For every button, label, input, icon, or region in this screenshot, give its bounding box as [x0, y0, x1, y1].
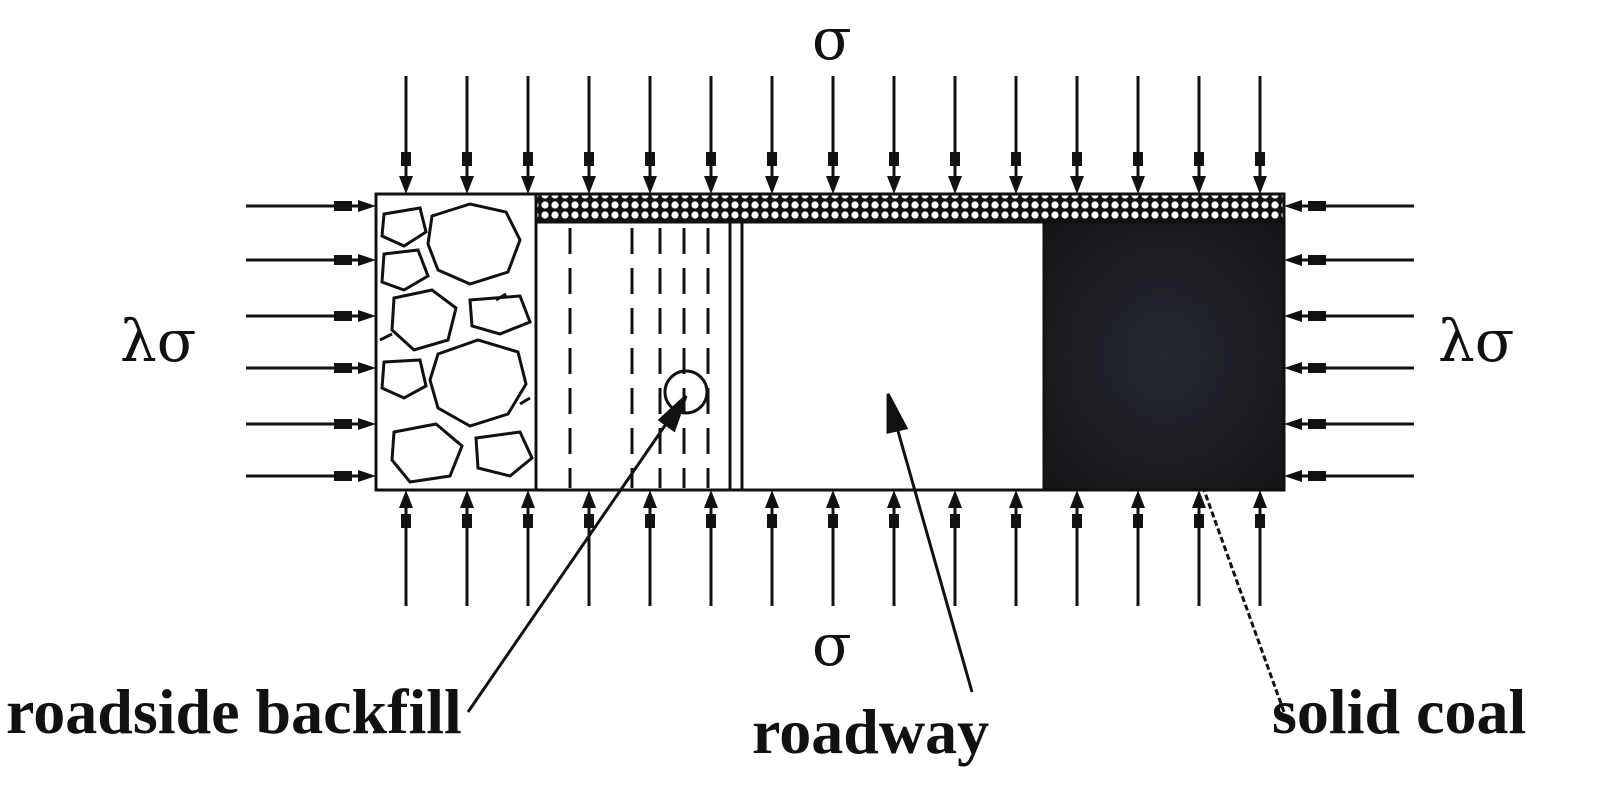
- top-load-arrow: [460, 76, 474, 194]
- top-load-arrow: [887, 76, 901, 194]
- lambda-sigma-left-label: λσ: [120, 307, 197, 375]
- lambda-sigma-right-label: λσ: [1438, 307, 1515, 375]
- bottom-load-arrow: [887, 490, 901, 606]
- sigma-top-label: σ: [812, 5, 852, 73]
- top-load-arrow: [1253, 76, 1267, 194]
- bottom-load-arrow: [765, 490, 779, 606]
- backfill-dash-lines: [568, 228, 710, 488]
- left-load-arrow: [246, 470, 376, 482]
- backfill-leader-arrowhead: [657, 394, 688, 433]
- bottom-load-arrow: [1253, 490, 1267, 606]
- roadside-backfill-label: roadside backfill: [6, 676, 462, 747]
- right-load-arrow: [1284, 200, 1414, 212]
- top-load-arrow: [582, 76, 596, 194]
- gob-rock-region: [374, 192, 538, 492]
- left-load-arrow: [246, 310, 376, 322]
- bottom-load-arrow: [1070, 490, 1084, 606]
- top-load-arrow: [643, 76, 657, 194]
- right-load-arrow: [1284, 254, 1414, 266]
- top-load-arrow: [704, 76, 718, 194]
- roadway-label: roadway: [752, 696, 990, 767]
- solid-coal-label: solid coal: [1272, 676, 1527, 747]
- right-load-arrow: [1284, 418, 1414, 430]
- top-load-arrow: [1131, 76, 1145, 194]
- left-load-arrow: [246, 362, 376, 374]
- bottom-load-arrow: [643, 490, 657, 606]
- bottom-load-arrow: [704, 490, 718, 606]
- roadway-region: [740, 220, 1046, 492]
- bottom-load-arrow: [521, 490, 535, 606]
- bottom-load-arrow: [1009, 490, 1023, 606]
- top-load-arrow: [1070, 76, 1084, 194]
- top-load-arrow: [765, 76, 779, 194]
- solid-coal-region: [1042, 220, 1286, 492]
- left-load-arrow: [246, 254, 376, 266]
- bottom-load-arrow: [1192, 490, 1206, 606]
- top-load-arrow: [1009, 76, 1023, 194]
- bottom-load-arrow: [582, 490, 596, 606]
- roadside-backfill-region: [534, 220, 744, 492]
- roof-layer: [534, 192, 1286, 224]
- top-load-arrow: [521, 76, 535, 194]
- top-load-arrow: [948, 76, 962, 194]
- bottom-load-arrow: [460, 490, 474, 606]
- bottom-load-arrow: [399, 490, 413, 606]
- roadway-leader-line: [894, 423, 974, 693]
- broken-rock-pattern: [379, 202, 534, 484]
- backfill-marker-circle: [663, 369, 709, 415]
- top-load-arrow: [826, 76, 840, 194]
- right-load-arrow: [1284, 362, 1414, 374]
- leader-lines: [466, 393, 1286, 713]
- bottom-load-arrow: [1131, 490, 1145, 606]
- backfill-leader-line: [466, 423, 668, 713]
- sigma-bottom-label: σ: [812, 611, 852, 679]
- model-block: [374, 192, 1286, 492]
- solid-coal-leader-line: [1202, 489, 1286, 713]
- left-load-arrow: [246, 418, 376, 430]
- left-load-arrow: [246, 200, 376, 212]
- right-load-arrow: [1284, 470, 1414, 482]
- right-load-arrow: [1284, 310, 1414, 322]
- top-load-arrow: [399, 76, 413, 194]
- top-load-arrow: [1192, 76, 1206, 194]
- load-arrows: [246, 76, 1414, 606]
- bottom-load-arrow: [826, 490, 840, 606]
- bottom-load-arrow: [948, 490, 962, 606]
- roadway-leader-arrowhead: [886, 393, 909, 434]
